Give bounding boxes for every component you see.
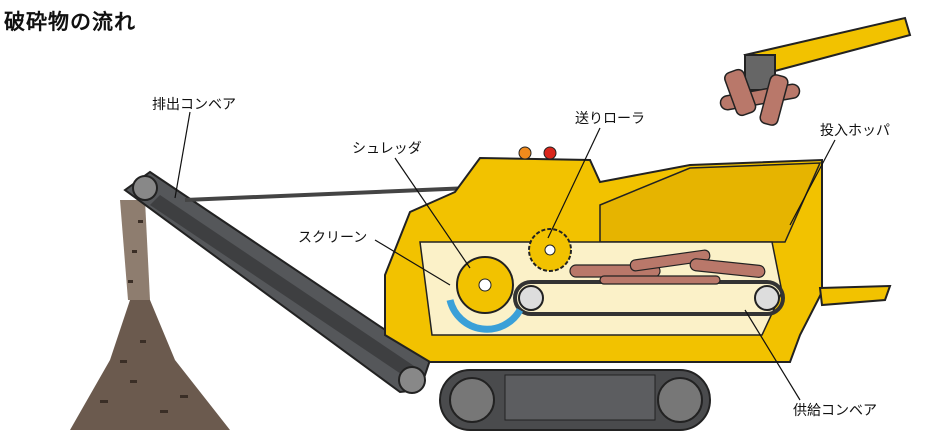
label-discharge-conveyor: 排出コンベア <box>152 97 236 113</box>
crawler-tracks <box>439 369 711 431</box>
label-feed-roller: 送りローラ <box>575 111 645 127</box>
leader-lines <box>174 111 836 401</box>
discharge-conveyor <box>123 170 471 394</box>
excavator-arm <box>743 16 912 91</box>
label-feed-conveyor: 供給コンベア <box>793 403 877 419</box>
debris-pile <box>70 200 230 430</box>
feed-roller <box>528 228 572 272</box>
shredder <box>446 256 524 333</box>
label-shredder: シュレッダ <box>352 141 422 157</box>
logs-on-conveyor <box>569 249 766 285</box>
grabbed-logs <box>719 68 801 126</box>
label-hopper: 投入ホッパ <box>820 123 890 139</box>
diagram-title: 破砕物の流れ <box>4 10 136 34</box>
label-screen: スクリーン <box>298 230 368 246</box>
